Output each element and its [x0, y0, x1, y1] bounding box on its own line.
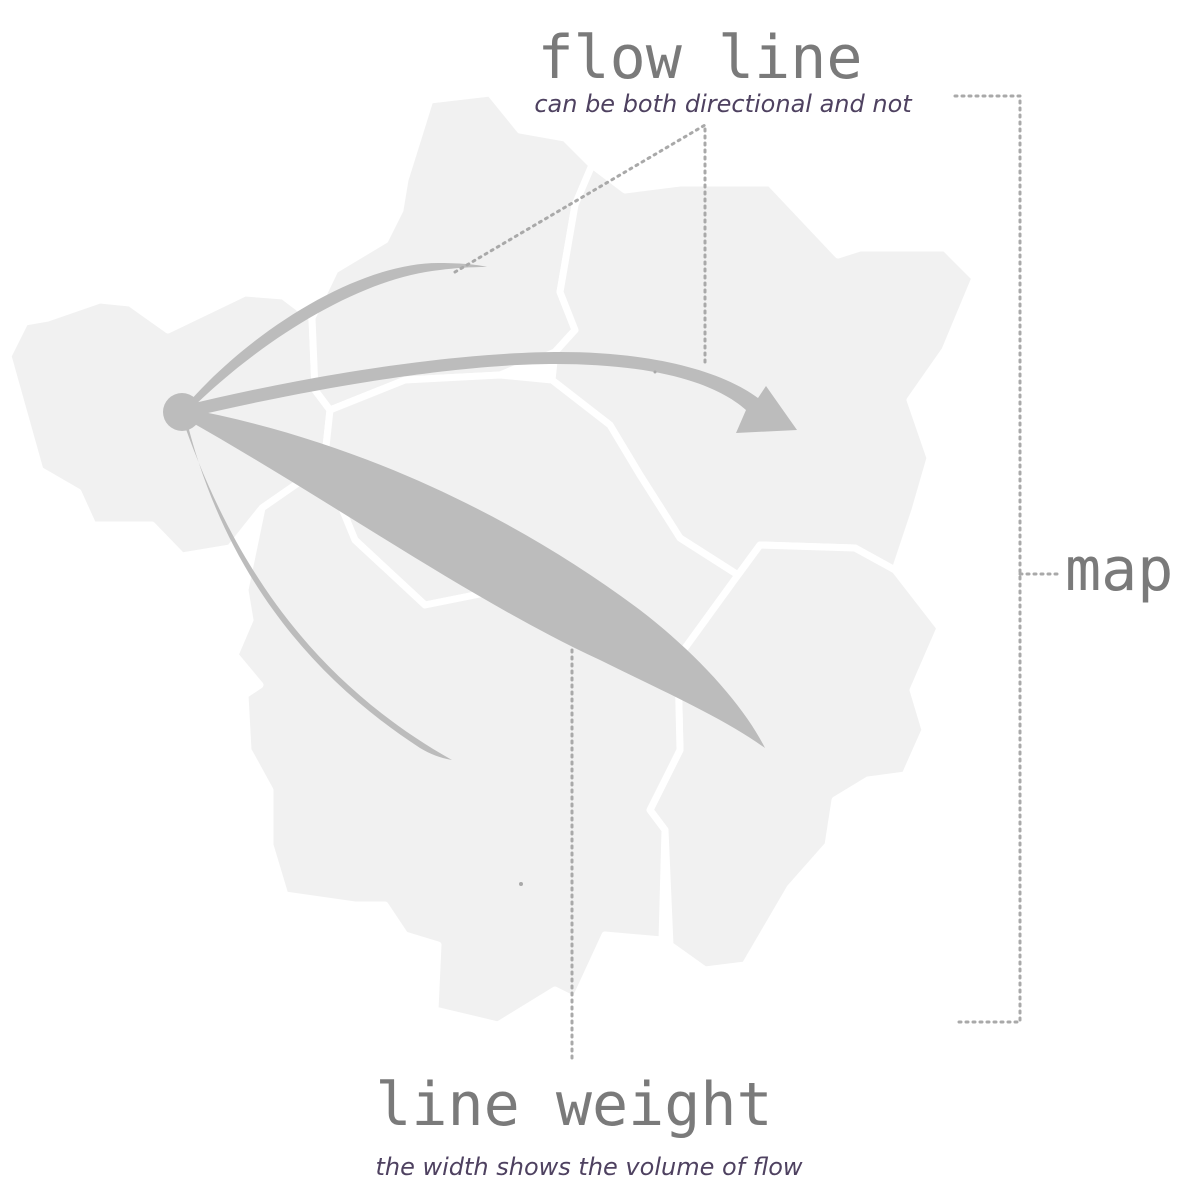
map-title: map — [1065, 535, 1173, 605]
map-point-marker — [519, 882, 523, 886]
line-weight-title: line weight — [375, 1070, 772, 1140]
flow-origin-node — [163, 393, 201, 431]
flow-line-east — [182, 352, 797, 433]
map-bracket — [953, 94, 1064, 1024]
flow-line-title: flow line — [537, 23, 862, 93]
flow-line-anchor-dot — [653, 370, 657, 374]
flow-line-south-east-heavy — [183, 408, 765, 748]
leader-lines — [453, 94, 1064, 1062]
flow-lines — [163, 262, 797, 760]
flow-line-north — [182, 262, 487, 414]
flow-line-leader — [453, 122, 707, 367]
flow-line-subtitle: can be both directional and not — [534, 90, 913, 118]
line-weight-subtitle: the width shows the volume of flow — [375, 1153, 802, 1181]
